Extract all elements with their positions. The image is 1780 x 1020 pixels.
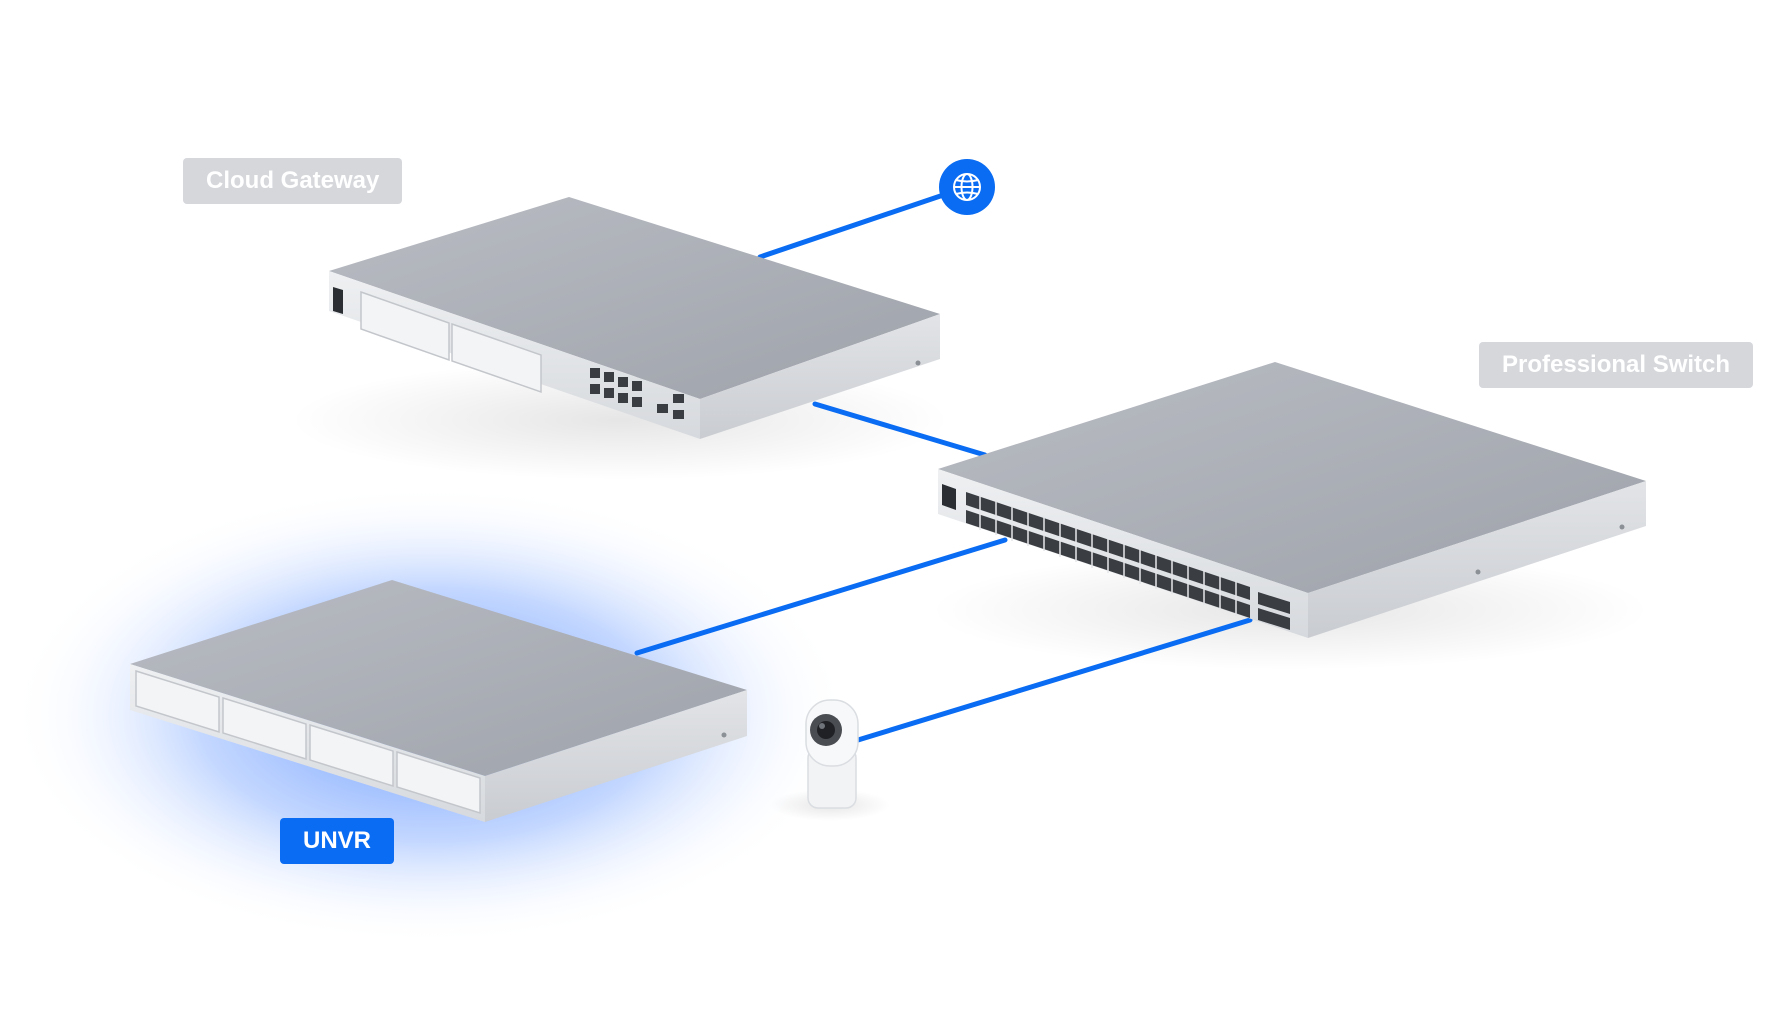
label-cloud-gateway: Cloud Gateway [183,158,403,204]
camera-device[interactable] [805,699,859,809]
unvr-device[interactable] [130,580,747,822]
drive-bays [135,669,481,815]
label-professional-switch: Professional Switch [1479,342,1754,388]
power-button-icon [333,287,343,314]
cloud-gateway-device[interactable] [329,197,940,439]
link-switch-unvr [634,537,1008,656]
internet-node [939,159,995,215]
globe-icon [953,173,981,201]
switch-port-dividers [979,495,1237,616]
link-switch-camera [855,617,1253,743]
power-button-icon [942,484,956,510]
link-gateway-switch [812,401,988,458]
label-unvr: UNVR [280,818,395,864]
ethernet-ports [590,368,684,419]
link-internet-gateway [757,184,970,260]
professional-switch-device[interactable] [938,362,1646,638]
